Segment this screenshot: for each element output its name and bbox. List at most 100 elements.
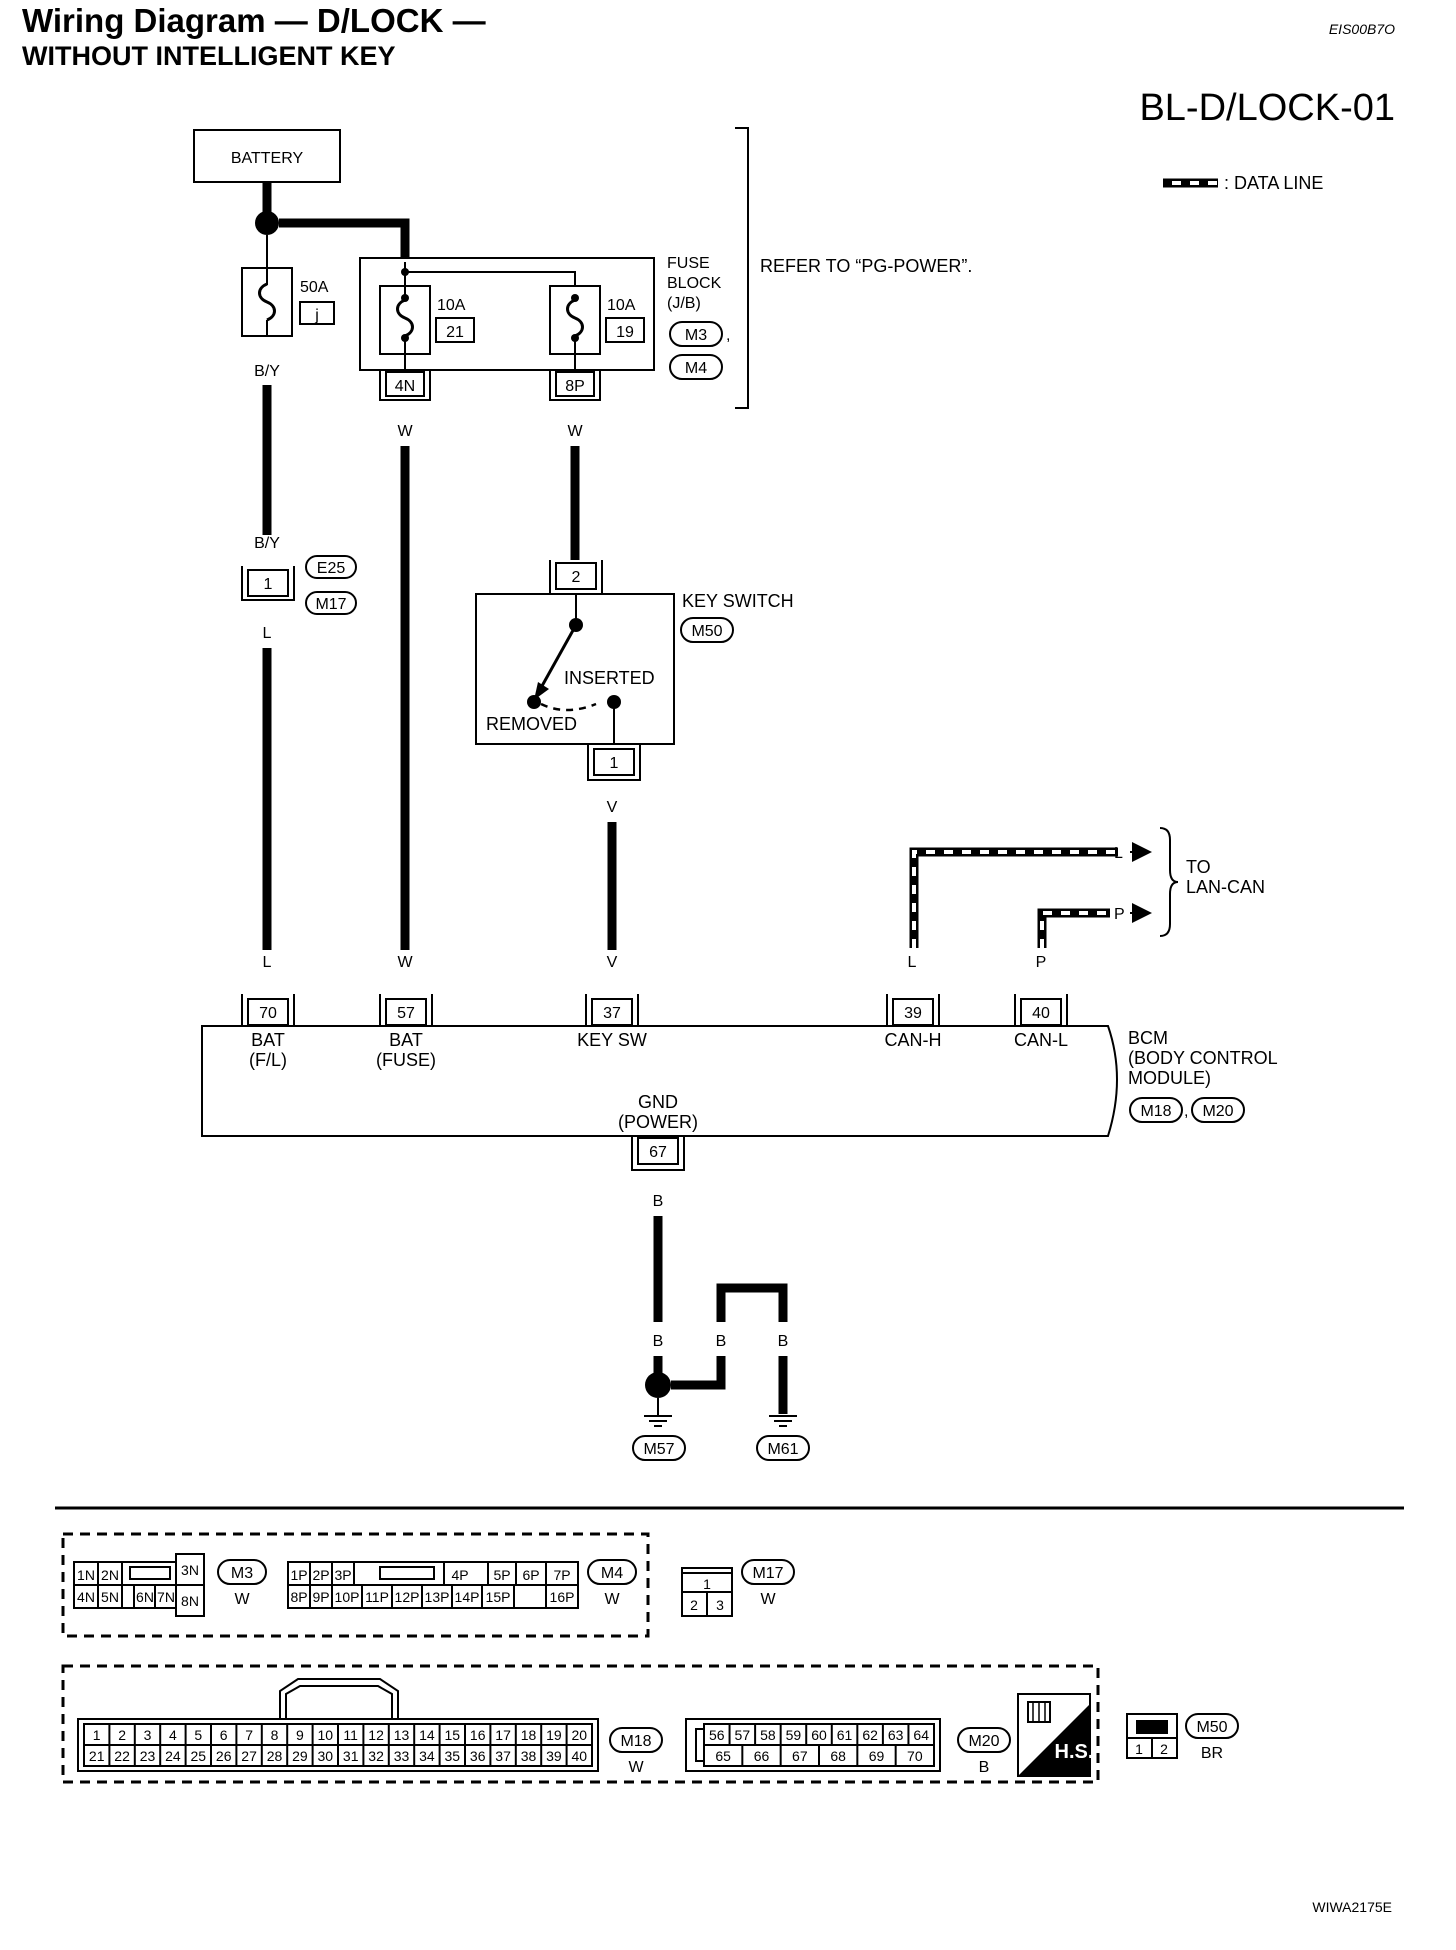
m18-pin-3: 3 bbox=[144, 1727, 152, 1743]
m18-pin-10: 10 bbox=[318, 1727, 334, 1743]
bcm-connector-separator: , bbox=[1184, 1103, 1188, 1120]
m3-pin-1n: 1N bbox=[77, 1567, 95, 1583]
can-p-line-label: P bbox=[1114, 906, 1125, 923]
m18-pin-4: 4 bbox=[169, 1727, 177, 1743]
m20-pin-56: 56 bbox=[709, 1727, 725, 1743]
wire-b-ground-link bbox=[671, 1356, 726, 1390]
wire-color-battery-to-joint: B/Y bbox=[254, 535, 280, 552]
document-code: EIS00B7O bbox=[1329, 21, 1395, 37]
connector-m17-color: W bbox=[760, 1591, 776, 1608]
m18-pin-31: 31 bbox=[343, 1748, 359, 1764]
m18-pin-27: 27 bbox=[241, 1748, 257, 1764]
connector-group-2 bbox=[61, 1664, 1100, 1784]
m18-pin-14: 14 bbox=[419, 1727, 435, 1743]
m18-pin-30: 30 bbox=[318, 1748, 334, 1764]
m4-pin-16p: 16P bbox=[550, 1589, 575, 1605]
terminal-4n: 4N bbox=[379, 370, 431, 401]
wire-color-bcm-70: L bbox=[263, 954, 272, 971]
m18-pin-22: 22 bbox=[114, 1748, 130, 1764]
connector-m20-id: M20 bbox=[968, 1733, 999, 1750]
wire-color-gnd-m61: B bbox=[778, 1333, 789, 1350]
connector-m18-id: M18 bbox=[620, 1733, 651, 1750]
joint-connector: 1 bbox=[241, 566, 295, 601]
connector-m17: 1 2 3 bbox=[681, 1567, 733, 1617]
m17-pin-2: 2 bbox=[690, 1597, 698, 1613]
m18-pin-12: 12 bbox=[368, 1727, 384, 1743]
m18-pin-18: 18 bbox=[521, 1727, 537, 1743]
m20-pin-70: 70 bbox=[907, 1748, 923, 1764]
bcm-terminal-70-num: 70 bbox=[259, 1005, 277, 1022]
bcm-terminal-67-num: 67 bbox=[649, 1144, 667, 1161]
key-switch-inserted: INSERTED bbox=[564, 668, 655, 688]
bcm-connector-m18: M18 bbox=[1140, 1103, 1171, 1120]
m18-pin-21: 21 bbox=[89, 1748, 105, 1764]
m20-pin-63: 63 bbox=[888, 1727, 904, 1743]
hs-label: H.S. bbox=[1055, 1741, 1094, 1763]
m18-pin-32: 32 bbox=[368, 1748, 384, 1764]
bcm-terminal-40-num: 40 bbox=[1032, 1005, 1050, 1022]
m3-pin-4n: 4N bbox=[77, 1589, 95, 1605]
m17-pin-3: 3 bbox=[716, 1597, 724, 1613]
page-title: Wiring Diagram — D/LOCK — bbox=[22, 2, 486, 39]
bcm-bat-fl-2: (F/L) bbox=[249, 1050, 287, 1070]
m3-pin-8n: 8N bbox=[181, 1593, 199, 1609]
bcm-gnd-label-2: (POWER) bbox=[618, 1112, 698, 1132]
bcm-terminal-57-num: 57 bbox=[397, 1005, 415, 1022]
connector-m50: 1 2 bbox=[1126, 1713, 1178, 1759]
wire-color-bcm-37: V bbox=[607, 954, 618, 971]
m4-pin-14p: 14P bbox=[455, 1589, 480, 1605]
m18-pin-39: 39 bbox=[546, 1748, 562, 1764]
to-lan-can-bracket bbox=[1159, 827, 1179, 937]
m18-pin-7: 7 bbox=[245, 1727, 253, 1743]
bcm-terminal-39: 39 bbox=[886, 994, 940, 1027]
key-switch-terminal-1-label: 1 bbox=[610, 755, 619, 772]
m20-pin-58: 58 bbox=[760, 1727, 776, 1743]
fuse-block-label-2: BLOCK bbox=[667, 275, 722, 292]
connector-m4-color: W bbox=[604, 1591, 620, 1608]
m20-pin-69: 69 bbox=[869, 1748, 885, 1764]
wire-color-8p: W bbox=[567, 423, 583, 440]
m4-pin-12p: 12P bbox=[395, 1589, 420, 1605]
m20-pin-60: 60 bbox=[811, 1727, 827, 1743]
key-switch-label: KEY SWITCH bbox=[682, 591, 794, 611]
m4-pin-7p: 7P bbox=[553, 1567, 570, 1583]
m20-pin-67: 67 bbox=[792, 1748, 808, 1764]
fuse-block-label-3: (J/B) bbox=[667, 295, 701, 312]
bcm-key-sw: KEY SW bbox=[577, 1030, 647, 1050]
fuse-block-bracket bbox=[735, 127, 749, 409]
bcm-terminal-39-num: 39 bbox=[904, 1005, 922, 1022]
connector-m4-id: M4 bbox=[601, 1565, 623, 1582]
m4-pin-5p: 5P bbox=[493, 1567, 510, 1583]
m18-pin-25: 25 bbox=[191, 1748, 207, 1764]
battery-box bbox=[193, 129, 341, 183]
bcm-box bbox=[201, 1025, 1118, 1137]
m18-pin-1: 1 bbox=[93, 1727, 101, 1743]
terminal-8p-label: 8P bbox=[565, 378, 585, 395]
m18-pin-40: 40 bbox=[572, 1748, 588, 1764]
m50-pin-2: 2 bbox=[1160, 1741, 1168, 1757]
fuse-21-rating: 10A bbox=[437, 297, 466, 314]
key-switch-terminal-2-label: 2 bbox=[572, 569, 581, 586]
connector-m3-color: W bbox=[234, 1591, 250, 1608]
key-switch-terminal-1: 1 bbox=[587, 744, 641, 781]
data-line-legend-label: : DATA LINE bbox=[1224, 173, 1323, 193]
fuse-21-number: 21 bbox=[446, 324, 464, 341]
wire-color-joint-out: L bbox=[263, 625, 272, 642]
fuse-50a-id: j bbox=[314, 307, 319, 324]
m4-pin-6p: 6P bbox=[522, 1567, 539, 1583]
bcm-gnd-label-1: GND bbox=[638, 1092, 678, 1112]
wire-color-4n: W bbox=[397, 423, 413, 440]
m18-pin-19: 19 bbox=[546, 1727, 562, 1743]
bcm-label-3: MODULE) bbox=[1128, 1068, 1211, 1088]
m4-pin-8p: 8P bbox=[290, 1589, 307, 1605]
bcm-connector-m20: M20 bbox=[1202, 1103, 1233, 1120]
bcm-terminal-37-num: 37 bbox=[603, 1005, 621, 1022]
m20-pin-59: 59 bbox=[786, 1727, 802, 1743]
ground-m57: M57 bbox=[643, 1441, 674, 1458]
m4-pin-3p: 3P bbox=[334, 1567, 351, 1583]
m20-pin-68: 68 bbox=[830, 1748, 846, 1764]
m18-pin-8: 8 bbox=[271, 1727, 279, 1743]
m18-pin-28: 28 bbox=[267, 1748, 283, 1764]
connector-m17-id: M17 bbox=[752, 1565, 783, 1582]
connector-m50-id: M50 bbox=[1196, 1719, 1227, 1736]
